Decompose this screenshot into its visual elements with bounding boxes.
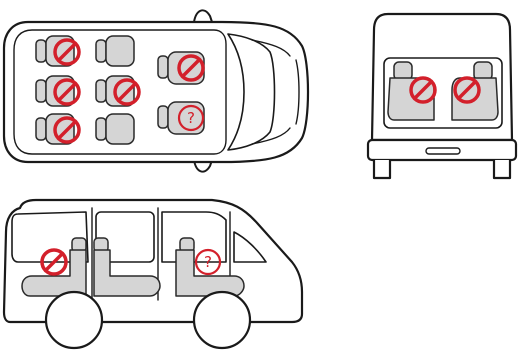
prohibited-icon-top-rear-center — [53, 78, 81, 106]
seat-middle-right — [95, 113, 135, 145]
side-seat-middle — [93, 237, 161, 297]
side-windshield — [233, 231, 267, 263]
question-mark-glyph: ? — [187, 109, 195, 127]
side-wheel-rear — [44, 290, 104, 350]
status-symbols: ?? — [40, 38, 481, 276]
right-mirror — [193, 159, 213, 173]
top-view-windshield — [227, 33, 276, 151]
side-window-rear — [11, 211, 89, 263]
question-mark-icon-side-front: ? — [194, 248, 222, 276]
seat-middle-left — [95, 35, 135, 67]
question-mark-glyph: ? — [204, 253, 212, 271]
side-wheel-front — [192, 290, 252, 350]
license-plate-slot — [425, 147, 461, 155]
question-mark-icon-top-front-right: ? — [177, 104, 205, 132]
prohibited-icon-top-rear-left — [53, 38, 81, 66]
seat-middle-center — [95, 75, 135, 107]
top-view-front-edge — [295, 59, 300, 125]
seat-rear-right — [35, 113, 75, 145]
rear-bumper — [366, 138, 518, 162]
side-seat-rear — [21, 237, 87, 297]
prohibited-icon-top-rear-right — [53, 116, 81, 144]
prohibited-icon-rear-left — [409, 76, 437, 104]
prohibited-icon-side-rear — [40, 248, 68, 276]
prohibited-icon-rear-right — [453, 76, 481, 104]
top-view-cabin — [13, 29, 227, 155]
left-mirror — [193, 9, 213, 23]
side-view — [2, 198, 304, 350]
seat-rear-center — [35, 75, 75, 107]
prohibited-icon-top-front-left — [177, 54, 205, 82]
rear-view — [366, 12, 518, 180]
prohibited-icon-top-middle-center — [113, 78, 141, 106]
rear-wheel-left — [372, 160, 392, 180]
top-view-hood-line — [251, 39, 291, 145]
top-view — [2, 9, 310, 173]
seat-rear-left — [35, 35, 75, 67]
rear-wheel-right — [492, 160, 512, 180]
